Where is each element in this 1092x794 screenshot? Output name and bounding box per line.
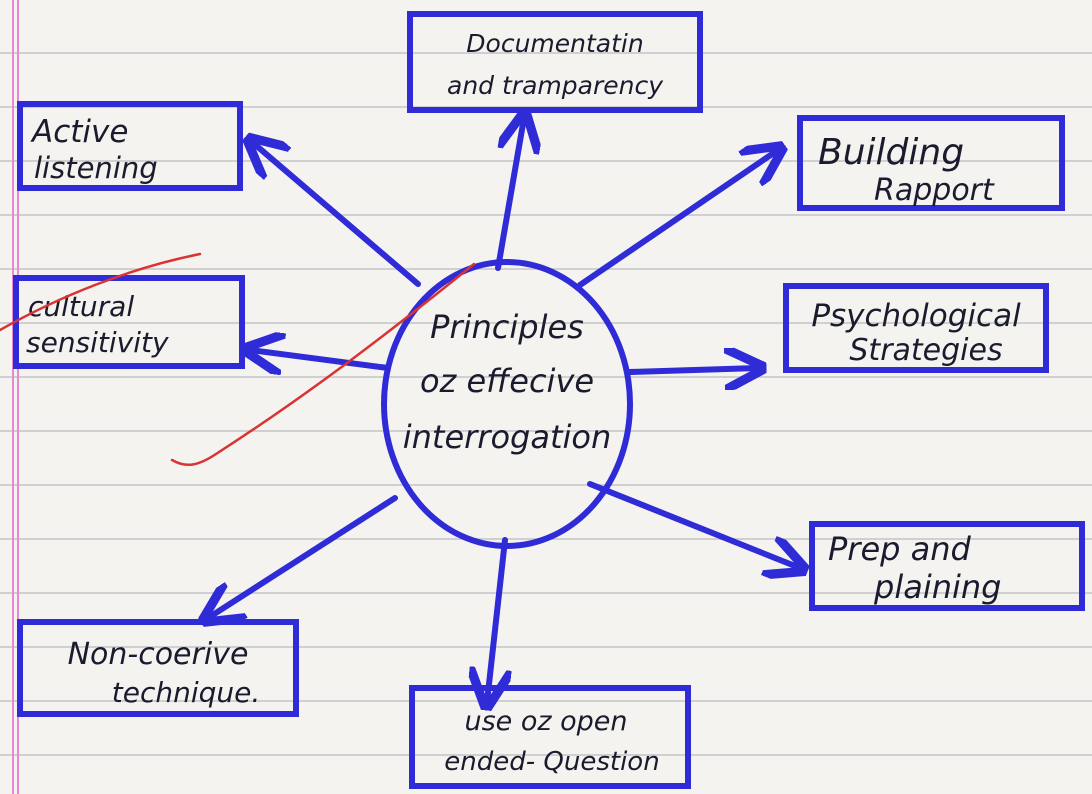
node-label-line-1: Building bbox=[818, 132, 964, 173]
node-label-line-1: Active bbox=[30, 114, 128, 150]
node-label-line-2: Strategies bbox=[849, 333, 1002, 368]
node-active-listening: Active listening bbox=[17, 101, 243, 191]
correction-marks bbox=[0, 252, 476, 467]
node-label-line-1: Prep and bbox=[828, 530, 972, 568]
center-line-1: Principles bbox=[430, 308, 584, 346]
correction-stroke bbox=[0, 252, 202, 332]
center-ellipse bbox=[381, 259, 633, 549]
node-box bbox=[809, 521, 1085, 611]
center-line-3: interrogation bbox=[403, 418, 612, 456]
node-label-line-2: plaining bbox=[873, 568, 1001, 606]
node-label-line-2: technique. bbox=[112, 676, 261, 709]
node-building-rapport: Building Rapport bbox=[797, 115, 1065, 211]
node-box bbox=[783, 283, 1049, 373]
node-box bbox=[17, 619, 299, 717]
arrow-to-documentation bbox=[495, 118, 524, 271]
node-non-coercive: Non-coerive technique. bbox=[17, 619, 299, 717]
correction-stroke bbox=[170, 262, 476, 467]
node-label-line-2: sensitivity bbox=[26, 326, 169, 359]
node-cultural-sensitivity: cultural sensitivity bbox=[13, 275, 245, 369]
center-node: Principles oz effecive interrogation bbox=[381, 259, 633, 549]
center-line-2: oz effecive bbox=[420, 362, 594, 400]
node-label-line-1: Non-coerive bbox=[68, 637, 249, 672]
arrow-to-cultural-sensitivity bbox=[250, 350, 391, 368]
node-box bbox=[407, 11, 703, 113]
margin-line bbox=[17, 0, 19, 794]
node-label-line-2: and tramparency bbox=[447, 71, 664, 100]
node-box bbox=[797, 115, 1065, 211]
node-label-line-2: ended- Question bbox=[444, 747, 659, 777]
arrow-to-open-ended bbox=[487, 537, 505, 702]
margin-line bbox=[12, 0, 14, 794]
arrow-to-building-rapport bbox=[577, 150, 778, 288]
node-label-line-2: listening bbox=[34, 151, 158, 185]
node-box bbox=[409, 685, 691, 789]
node-open-ended: use oz open ended- Question bbox=[409, 685, 691, 789]
node-box bbox=[17, 101, 243, 191]
node-label-line-1: Psychological bbox=[811, 298, 1021, 334]
arrow-to-non-coercive bbox=[208, 495, 398, 618]
node-prep-and-planning: Prep and plaining bbox=[809, 521, 1085, 611]
arrow-to-active-listening bbox=[252, 142, 421, 287]
arrow-to-psychological-strategies bbox=[627, 368, 758, 372]
arrow-to-prep-and-planning bbox=[587, 481, 800, 568]
node-documentation: Documentatin and tramparency bbox=[407, 11, 703, 113]
node-psychological-strategies: Psychological Strategies bbox=[783, 283, 1049, 373]
node-label-line-2: Rapport bbox=[874, 173, 995, 208]
node-label-line-1: use oz open bbox=[464, 706, 627, 737]
connector-arrows bbox=[208, 118, 800, 702]
node-label-line-1: Documentatin bbox=[466, 29, 643, 58]
